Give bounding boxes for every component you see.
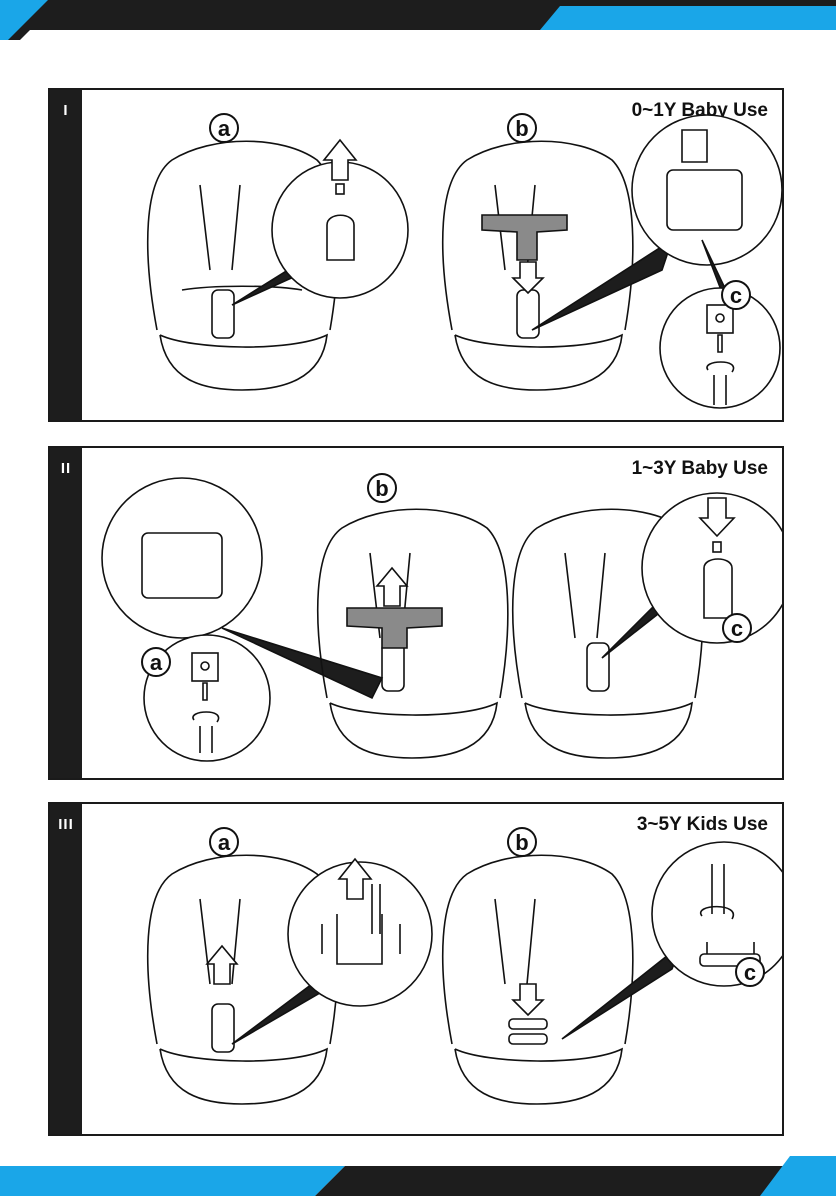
panel-1-label-b: b [515, 116, 528, 141]
panel-2: II 1~3Y Baby Use [48, 446, 784, 780]
zoom-b [532, 115, 782, 408]
panel-1-illustration: a b c [82, 90, 782, 420]
panel-1-label-a: a [218, 116, 231, 141]
panel-1-bar: I [50, 90, 82, 420]
zoom-c [602, 493, 782, 658]
panel-3: III 3~5Y Kids Use [48, 802, 784, 1136]
seat-b [318, 509, 508, 758]
footer-decoration [0, 1156, 836, 1196]
panel-3-label-a: a [218, 830, 231, 855]
panel-3-numeral: III [50, 816, 82, 833]
panel-2-bar: II [50, 448, 82, 778]
panel-2-label-c: c [731, 616, 743, 641]
zoom-a [102, 478, 382, 761]
panel-3-bar: III [50, 804, 82, 1134]
panel-1: I 0~1Y Baby Use [48, 88, 784, 422]
header-decoration [0, 0, 836, 40]
panel-2-label-a: a [150, 650, 163, 675]
panel-3-label-c: c [744, 960, 756, 985]
panel-3-illustration: a b c [82, 804, 782, 1134]
seat-b [443, 855, 633, 1104]
panel-1-numeral: I [50, 102, 82, 119]
panel-2-label-b: b [375, 476, 388, 501]
seat-b [443, 141, 633, 390]
zoom-a [232, 162, 408, 305]
panel-2-numeral: II [50, 460, 82, 477]
zoom-c [562, 842, 782, 1039]
zoom-a [232, 859, 432, 1044]
panel-1-label-c: c [730, 283, 742, 308]
panel-3-label-b: b [515, 830, 528, 855]
panel-2-illustration: b a c [82, 448, 782, 778]
